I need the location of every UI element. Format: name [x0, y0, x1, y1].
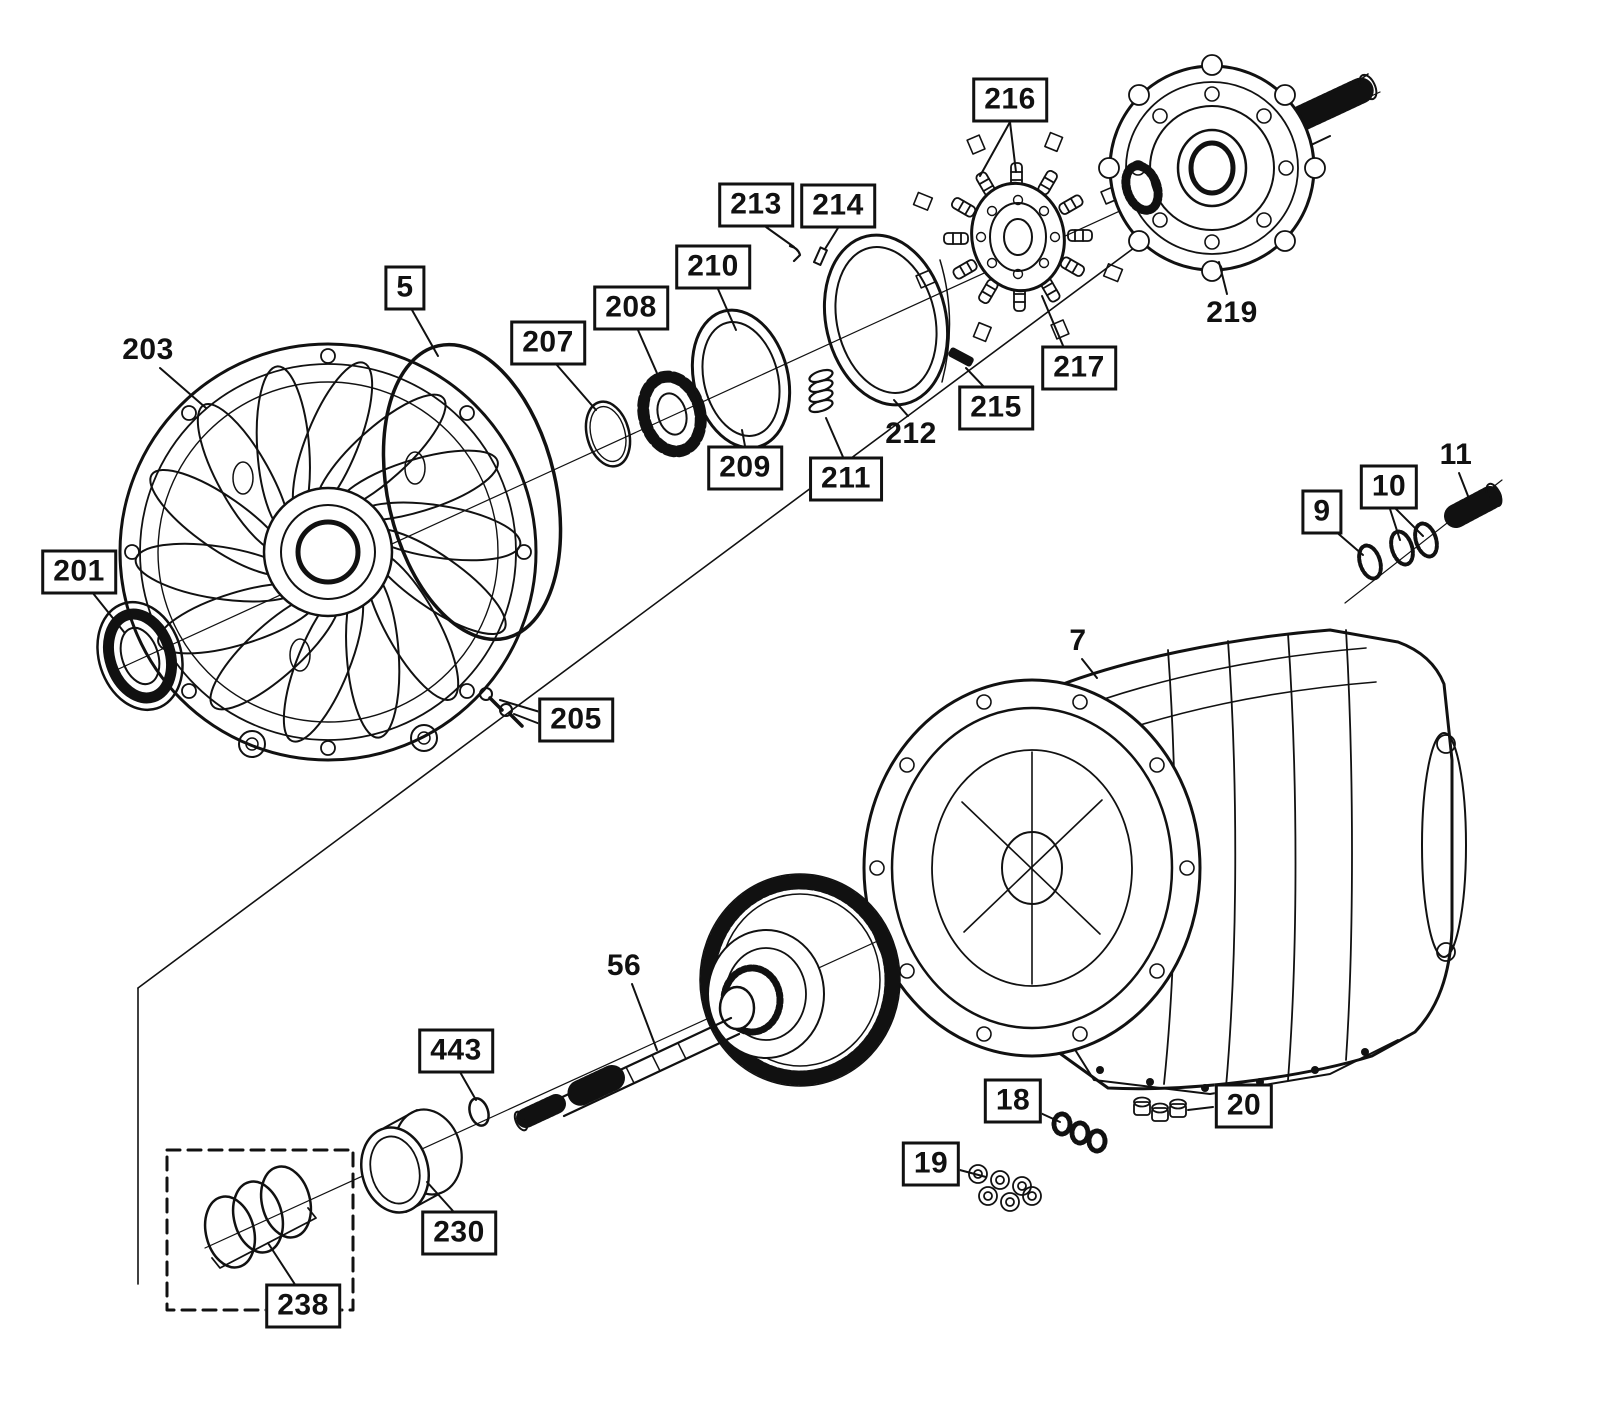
callout-443: 443 [418, 1028, 494, 1074]
callout-208: 208 [593, 285, 669, 331]
leader-lines [91, 121, 1469, 1287]
callout-19: 19 [901, 1141, 961, 1187]
part-9-10-springs [1357, 521, 1439, 581]
callout-20: 20 [1214, 1083, 1274, 1129]
callout-213: 213 [718, 182, 794, 228]
callout-11: 11 [1439, 438, 1473, 471]
part-18-springs [1051, 1111, 1108, 1154]
part-212-race [822, 233, 951, 407]
part-208-lock-washer [637, 370, 707, 458]
part-11-plug [1444, 482, 1503, 528]
callout-10: 10 [1359, 464, 1419, 510]
callout-7: 7 [1069, 624, 1087, 657]
part-19-check-balls [968, 1164, 1042, 1212]
callout-18: 18 [983, 1078, 1043, 1124]
part-230-bushing [360, 1108, 463, 1214]
part-203-converter-housing [118, 342, 538, 762]
part-215-pin [948, 347, 974, 367]
callout-56: 56 [606, 949, 642, 982]
callout-238: 238 [265, 1283, 341, 1329]
callout-217: 217 [1041, 345, 1117, 391]
part-216-217-sprag-assembly [912, 131, 1124, 343]
callout-214: 214 [800, 183, 876, 229]
part-7-transmission-case [862, 628, 1467, 1095]
callout-203: 203 [122, 333, 174, 366]
callout-207: 207 [510, 320, 586, 366]
callout-211: 211 [809, 456, 883, 502]
callout-219: 219 [1206, 296, 1258, 329]
callout-212: 212 [885, 417, 937, 450]
part-213-214-clips [788, 244, 828, 266]
callout-230: 230 [421, 1210, 497, 1256]
part-5-o-ring [381, 342, 563, 642]
part-205-bolts [479, 687, 524, 728]
part-201-front-seal [96, 600, 184, 712]
part-207-snap-ring [584, 400, 632, 468]
callout-5: 5 [384, 265, 426, 311]
part-20-cup-plugs [1133, 1096, 1187, 1122]
callout-216: 216 [972, 77, 1048, 123]
callout-209: 209 [707, 445, 783, 491]
part-238-ring-set [165, 1148, 355, 1312]
callout-9: 9 [1301, 489, 1343, 535]
callout-215: 215 [958, 385, 1034, 431]
callout-210: 210 [675, 244, 751, 290]
part-219-oil-pump-assembly [1098, 54, 1378, 282]
callout-201: 201 [41, 549, 117, 595]
part-211-spring [808, 368, 834, 414]
part-56-input-shaft-clutch-drum [513, 873, 901, 1132]
callout-205: 205 [538, 697, 614, 743]
